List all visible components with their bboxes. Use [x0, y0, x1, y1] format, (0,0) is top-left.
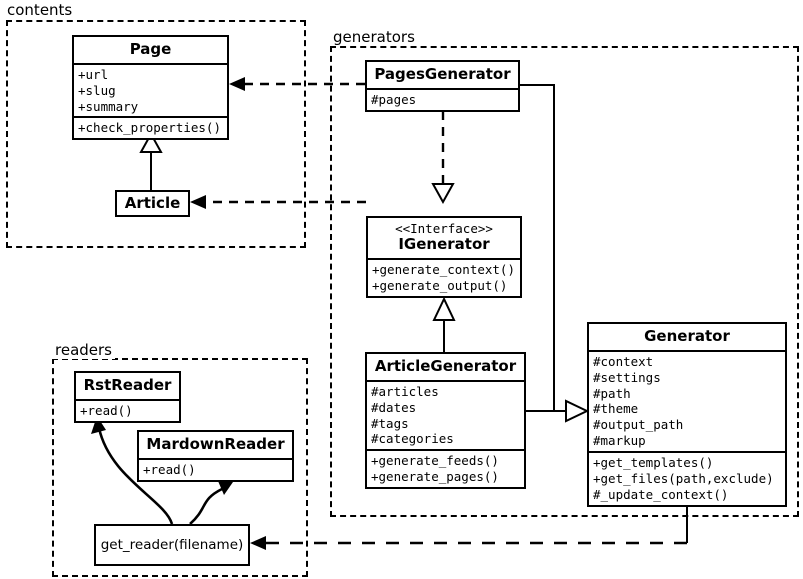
class-igenerator-stereotype: <<Interface>>	[395, 221, 493, 236]
function-get-reader-label: get_reader(filename)	[100, 537, 244, 553]
class-rstreader[interactable]: RstReader +read()	[74, 371, 181, 423]
method-row: +read()	[143, 461, 196, 477]
method-row: #_update_context()	[593, 486, 729, 502]
method-row: +get_files(path,exclude)	[593, 470, 774, 486]
attribute-row: #pages	[371, 91, 417, 107]
class-article[interactable]: Article	[115, 190, 190, 217]
class-generator-methods: +get_templates() +get_files(path,exclude…	[589, 451, 785, 505]
attribute-row: #output_path	[593, 417, 684, 433]
attribute-row: #path	[593, 385, 631, 401]
attribute-row: #articles	[371, 383, 439, 399]
package-generators	[330, 46, 799, 517]
attribute-row: #categories	[371, 431, 454, 447]
class-articlegenerator-attributes: #articles #dates #tags #categories	[367, 379, 524, 450]
class-articlegenerator[interactable]: ArticleGenerator #articles #dates #tags …	[365, 352, 526, 490]
class-pagesgenerator-title: PagesGenerator	[374, 65, 511, 83]
class-igenerator-methods: +generate_context() +generate_output()	[368, 257, 520, 296]
class-rstreader-title: RstReader	[83, 376, 172, 394]
attribute-row: #dates	[371, 399, 417, 415]
method-row: +generate_pages()	[371, 469, 499, 485]
class-page-title: Page	[129, 40, 172, 58]
edge-pagesgenerator-inherits-generator	[520, 84, 555, 411]
class-pagesgenerator[interactable]: PagesGenerator #pages	[365, 60, 520, 112]
class-mardownreader-title: MardownReader	[146, 435, 285, 453]
edge-articlegenerator-uses-article	[190, 195, 366, 209]
class-article-title: Article	[124, 194, 181, 213]
attribute-row: #tags	[371, 415, 409, 431]
package-readers	[52, 358, 308, 577]
edge-pagesgenerator-realizes-igenerator	[431, 111, 455, 205]
attribute-row: #markup	[593, 433, 646, 449]
edge-get-reader-creates-mdreader	[189, 481, 233, 525]
method-row: +generate_feeds()	[371, 453, 499, 469]
class-page-attributes: +url +slug +summary	[74, 62, 227, 117]
edge-articlegenerator-inherits-generator	[526, 399, 590, 423]
class-page[interactable]: Page +url +slug +summary +check_properti…	[72, 35, 229, 141]
class-generator[interactable]: Generator #context #settings #path #them…	[587, 322, 787, 507]
method-row: +get_templates()	[593, 455, 714, 471]
method-row: +generate_output()	[372, 277, 508, 293]
edge-generator-uses-get-reader	[250, 503, 688, 550]
attribute-row: +slug	[78, 82, 116, 98]
edge-get-reader-creates-rstreader	[91, 416, 174, 525]
class-igenerator-title: <<Interface>> IGenerator	[368, 218, 520, 258]
class-mardownreader-methods: +read()	[139, 457, 292, 480]
attribute-row: #settings	[593, 369, 661, 385]
class-articlegenerator-methods: +generate_feeds() +generate_pages()	[367, 449, 524, 487]
class-generator-attributes: #context #settings #path #theme #output_…	[589, 349, 785, 451]
package-generators-label: generators	[330, 28, 418, 46]
method-row: +read()	[80, 402, 133, 418]
edge-articlegenerator-inherits-igenerator	[432, 296, 456, 352]
attribute-row: #theme	[593, 401, 639, 417]
class-articlegenerator-title: ArticleGenerator	[374, 357, 517, 375]
class-page-methods: +check_properties()	[74, 116, 227, 138]
method-row: +check_properties()	[78, 120, 221, 136]
class-igenerator[interactable]: <<Interface>> IGenerator +generate_conte…	[366, 216, 522, 298]
attribute-row: #context	[593, 353, 654, 369]
package-contents	[6, 20, 306, 248]
class-mardownreader[interactable]: MardownReader +read()	[137, 430, 294, 482]
class-igenerator-name: IGenerator	[398, 235, 490, 253]
class-rstreader-methods: +read()	[76, 398, 179, 421]
package-readers-label: readers	[52, 341, 115, 359]
edge-article-inherits-page	[139, 131, 163, 190]
method-row: +generate_context()	[372, 261, 515, 277]
class-pagesgenerator-attributes: #pages	[367, 87, 518, 110]
function-get-reader[interactable]: get_reader(filename)	[94, 524, 250, 566]
package-contents-label: contents	[4, 1, 76, 19]
edge-pagesgenerator-uses-page	[229, 77, 365, 91]
class-generator-title: Generator	[644, 327, 730, 345]
attribute-row: +summary	[78, 98, 139, 114]
attribute-row: +url	[78, 66, 109, 82]
